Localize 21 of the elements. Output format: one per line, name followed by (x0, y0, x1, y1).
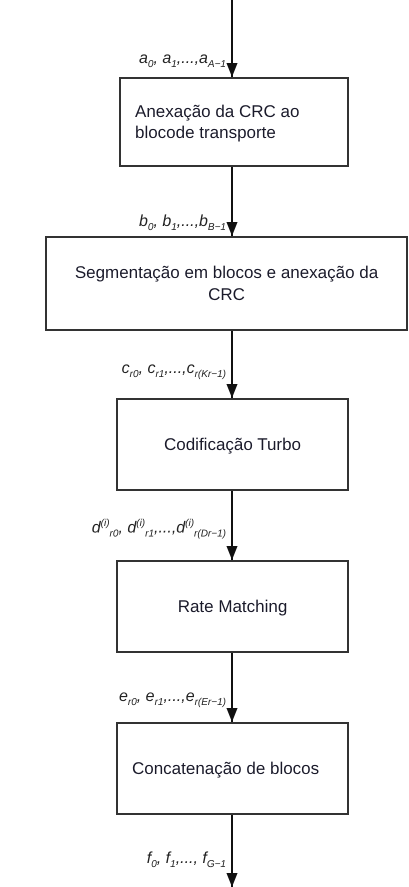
edge-label: f$_{0}$, f$_{1}$,..., f$_{G−1}$ (146, 850, 226, 870)
process-box (116, 398, 349, 491)
edge-label: e$_{r0}$, e$_{r1}$,...,e$_{r(Er−1)}$ (118, 688, 226, 708)
arrow (226, 491, 238, 560)
box-label: Anexação da CRC ao blocode transporte (134, 100, 300, 144)
box-label: Segmentação em blocos e anexação da CRC (74, 262, 380, 305)
arrow (226, 0, 238, 77)
box-label: Codificação Turbo (162, 434, 302, 456)
edge-label: c$_{r0}$, c$_{r1}$,...,c$_{r(Kr−1)}$ (122, 360, 226, 380)
arrow (226, 331, 238, 398)
box-label: Concatenação de blocos (131, 758, 320, 780)
process-box (45, 236, 408, 331)
arrow (226, 653, 238, 722)
process-box (116, 560, 349, 653)
edge-label: a$_{0}$, a$_{1}$,...,a$_{A−1}$ (138, 50, 226, 70)
box-label: Rate Matching (176, 596, 288, 618)
arrow (226, 167, 238, 236)
process-box (119, 77, 349, 167)
edge-label: b$_{0}$, b$_{1}$,...,b$_{B−1}$ (138, 213, 226, 234)
arrow (226, 815, 238, 887)
process-box (116, 722, 349, 815)
